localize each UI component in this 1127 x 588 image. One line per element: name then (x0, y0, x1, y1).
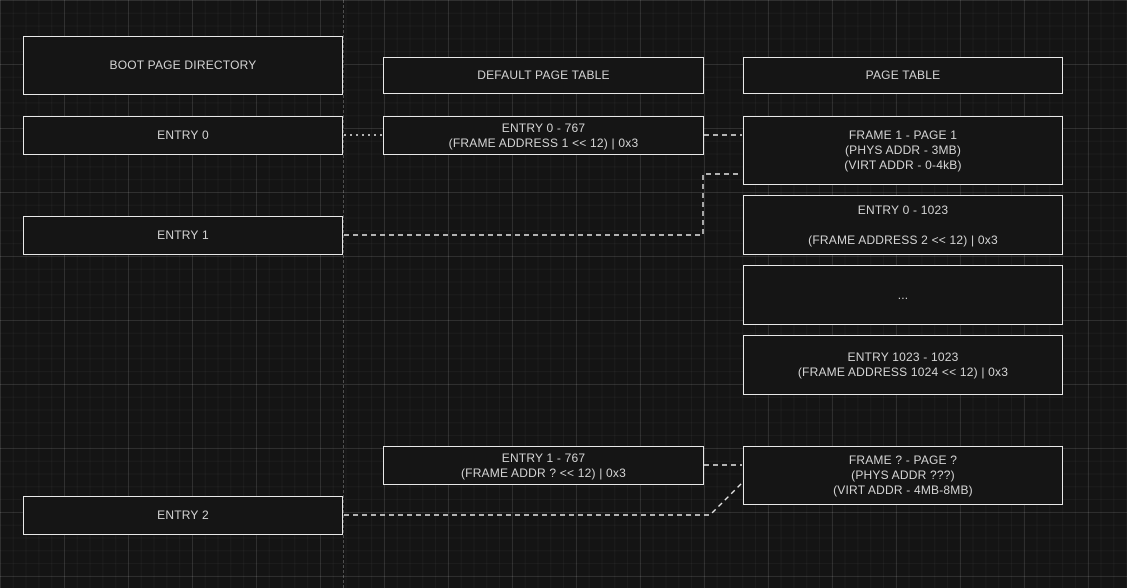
page-table-frame-1-line3: (VIRT ADDR - 0-4kB) (844, 158, 962, 172)
page-table-entry-1023[interactable]: ENTRY 1023 - 1023 (FRAME ADDRESS 1024 <<… (743, 335, 1063, 395)
default-pt-entry-0[interactable]: ENTRY 0 - 767 (FRAME ADDRESS 1 << 12) | … (383, 116, 704, 155)
page-table-frame-unknown-line2: (PHYS ADDR ???) (851, 468, 955, 482)
page-table-entry-0-line3: (FRAME ADDRESS 2 << 12) | 0x3 (808, 232, 998, 247)
page-table-frame-1-line2: (PHYS ADDR - 3MB) (844, 143, 962, 157)
page-table-ellipsis-row[interactable]: ... (743, 265, 1063, 325)
default-pt-entry-1[interactable]: ENTRY 1 - 767 (FRAME ADDR ? << 12) | 0x3 (383, 446, 704, 485)
default-pt-entry-0-line1: ENTRY 0 - 767 (501, 120, 586, 135)
boot-pd-entry-0[interactable]: ENTRY 0 (23, 116, 343, 155)
page-table-frame-1[interactable]: FRAME 1 - PAGE 1 (PHYS ADDR - 3MB) (VIRT… (743, 116, 1063, 185)
boot-pd-entry-2-label: ENTRY 2 (157, 508, 209, 522)
page-table-ellipsis-label: ... (897, 287, 909, 302)
boot-page-directory-title: BOOT PAGE DIRECTORY (109, 58, 257, 72)
boot-page-directory-title-box[interactable]: BOOT PAGE DIRECTORY (23, 36, 343, 95)
page-table-entry-1023-line2: (FRAME ADDRESS 1024 << 12) | 0x3 (797, 365, 1009, 379)
default-pt-entry-1-line2: (FRAME ADDR ? << 12) | 0x3 (460, 465, 627, 480)
page-table-entry-0-line1: ENTRY 0 - 1023 (857, 202, 949, 217)
default-page-table-title-box[interactable]: DEFAULT PAGE TABLE (383, 57, 704, 94)
boot-pd-entry-1[interactable]: ENTRY 1 (23, 216, 343, 255)
page-table-entry-1023-line1: ENTRY 1023 - 1023 (847, 350, 959, 364)
page-table-frame-unknown-line3: (VIRT ADDR - 4MB-8MB) (833, 483, 973, 497)
default-pt-entry-1-line1: ENTRY 1 - 767 (501, 450, 586, 465)
page-table-frame-1-line1: FRAME 1 - PAGE 1 (848, 128, 958, 142)
page-table-title: PAGE TABLE (865, 68, 941, 82)
vertical-guide-line (343, 0, 344, 588)
boot-pd-entry-1-label: ENTRY 1 (157, 228, 209, 242)
page-table-frame-unknown[interactable]: FRAME ? - PAGE ? (PHYS ADDR ???) (VIRT A… (743, 446, 1063, 505)
default-page-table-title: DEFAULT PAGE TABLE (477, 68, 610, 82)
boot-pd-entry-0-label: ENTRY 0 (157, 128, 209, 142)
page-table-title-box[interactable]: PAGE TABLE (743, 57, 1063, 94)
default-pt-entry-0-line2: (FRAME ADDRESS 1 << 12) | 0x3 (448, 135, 639, 150)
wire-entry1-to-page-table (344, 173, 742, 236)
wire-entry2-to-frame-unknown (344, 482, 743, 516)
page-table-frame-unknown-line1: FRAME ? - PAGE ? (848, 453, 958, 467)
page-table-entry-0[interactable]: ENTRY 0 - 1023 (FRAME ADDRESS 2 << 12) |… (743, 195, 1063, 255)
boot-pd-entry-2[interactable]: ENTRY 2 (23, 496, 343, 535)
